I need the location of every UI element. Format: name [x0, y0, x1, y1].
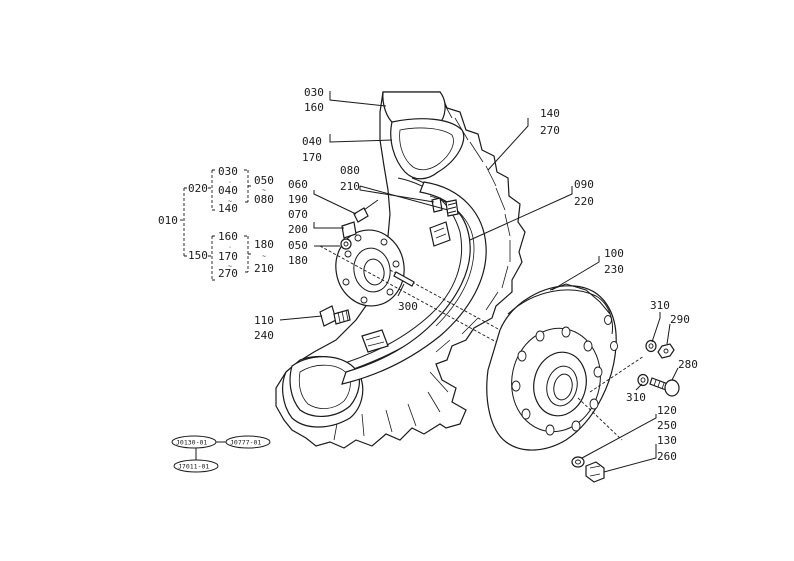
- valve-body: [431, 197, 443, 213]
- callout-140: 140: [540, 107, 560, 120]
- hub-disc: [486, 283, 645, 451]
- hardware-right: [571, 339, 680, 483]
- stud-bolt: [393, 271, 415, 287]
- callout-200: 200: [288, 223, 308, 236]
- bolt-110: [319, 305, 351, 327]
- rim-clip: [429, 221, 451, 247]
- tree-150-270: 270: [218, 267, 238, 280]
- callout-120: 120: [657, 404, 677, 417]
- tree-150-r-tilde: ~: [262, 252, 266, 260]
- callout-030: 030: [304, 86, 324, 99]
- callout-240: 240: [254, 329, 274, 342]
- callout-210: 210: [340, 180, 360, 193]
- tree-020-tilde: ~: [228, 197, 232, 205]
- callout-310-upper: 310: [650, 299, 670, 312]
- ref-J7011-01: J7011-01: [178, 463, 209, 471]
- tree-150-dot: ·: [228, 243, 232, 251]
- tree-root-010: 010: [158, 214, 178, 227]
- wheel-center-disc: [319, 229, 501, 345]
- callout-230: 230: [604, 263, 624, 276]
- callout-270: 270: [540, 124, 560, 137]
- tree-group-020: 020: [188, 182, 208, 195]
- hub-center-boss: [533, 351, 587, 417]
- rim-clip-lower: [361, 329, 389, 353]
- reference-ovals: J0130-01 J0777-01 J7011-01: [171, 435, 271, 473]
- small-hardware-left: [340, 199, 379, 250]
- callout-190: 190: [288, 193, 308, 206]
- callouts: 030 160 040 170 140 270 080 210 090 220 …: [254, 86, 698, 463]
- tree-150-160: 160: [218, 230, 238, 243]
- callout-290: 290: [670, 313, 690, 326]
- callout-040: 040: [302, 135, 322, 148]
- assembly-tree: 010 020 150 030 · 040 ~ 140 050 ~ 080 16…: [158, 165, 274, 281]
- callout-060: 060: [288, 178, 308, 191]
- callout-110: 110: [254, 314, 274, 327]
- callout-090: 090: [574, 178, 594, 191]
- ref-J0130-01: J0130-01: [176, 439, 207, 447]
- callout-130: 130: [657, 434, 677, 447]
- inner-tube-upper-inner: [399, 127, 454, 171]
- tree-020-r-tilde: ~: [262, 186, 266, 194]
- tree-020-030: 030: [218, 165, 238, 178]
- tree-group-150: 150: [188, 249, 208, 262]
- rim-clip-detail: [433, 227, 447, 239]
- callout-250: 250: [657, 419, 677, 432]
- callout-100: 100: [604, 247, 624, 260]
- hub-disc-flange: [549, 283, 611, 315]
- valve-thread: [447, 202, 457, 214]
- callout-080: 080: [340, 164, 360, 177]
- rim-outline: [341, 181, 487, 385]
- hub-center-bore: [546, 365, 578, 407]
- callout-260: 260: [657, 450, 677, 463]
- ref-J0777-01: J0777-01: [230, 439, 261, 447]
- callout-280: 280: [678, 358, 698, 371]
- inner-tube-lower-inner: [298, 364, 351, 409]
- callout-310-lower: 310: [626, 391, 646, 404]
- callout-050: 050: [288, 239, 308, 252]
- tree-020-080: 080: [254, 193, 274, 206]
- inner-tube-lower: [289, 356, 360, 417]
- tree-150-210: 210: [254, 262, 274, 275]
- callout-220: 220: [574, 195, 594, 208]
- callout-170: 170: [302, 151, 322, 164]
- callout-160: 160: [304, 101, 324, 114]
- callout-300: 300: [398, 300, 418, 313]
- tree-150-180: 180: [254, 238, 274, 251]
- tree-020-050: 050: [254, 174, 274, 187]
- callout-180: 180: [288, 254, 308, 267]
- tree-150-170: 170: [218, 250, 238, 263]
- leader-lines: [279, 91, 679, 473]
- tree-020-040: 040: [218, 184, 238, 197]
- tree-020-140: 140: [218, 202, 238, 215]
- tree-150-tilde: ~: [228, 262, 232, 270]
- tree-020-dot: ·: [228, 178, 232, 186]
- callout-070: 070: [288, 208, 308, 221]
